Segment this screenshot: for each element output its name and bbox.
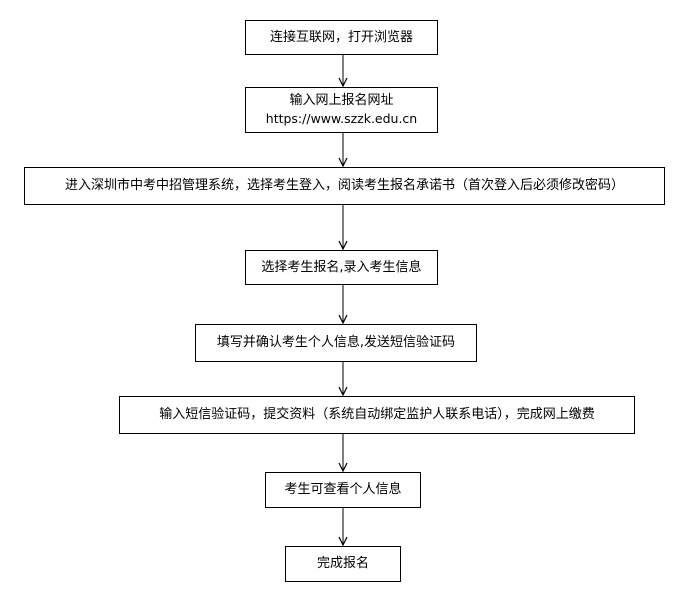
step-5-label: 填写并确认考生个人信息,发送短信验证码: [216, 335, 456, 350]
step-7-view-info: 考生可查看个人信息: [265, 472, 421, 508]
step-4-select-registration: 选择考生报名,录入考生信息: [245, 250, 438, 285]
step-2-label: 输入网上报名网址: [289, 93, 394, 108]
step-1-label: 连接互联网，打开浏览器: [269, 29, 413, 45]
step-4-label: 选择考生报名,录入考生信息: [261, 259, 422, 275]
step-8-complete: 完成报名: [285, 546, 401, 582]
step-8-label: 完成报名: [316, 556, 369, 571]
step-5-confirm-info: 填写并确认考生个人信息,发送短信验证码: [195, 324, 477, 362]
step-2-url: https://www.szzk.edu.cn: [265, 111, 418, 126]
step-1-connect-internet: 连接互联网，打开浏览器: [245, 20, 438, 55]
step-6-label: 输入短信验证码，提交资料（系统自动绑定监护人联系电话），完成网上缴费: [159, 407, 595, 422]
step-3-enter-system: 进入深圳市中考中招管理系统，选择考生登入，阅读考生报名承诺书（首次登入后必须修改…: [24, 167, 665, 205]
step-2-enter-url: 输入网上报名网址 https://www.szzk.edu.cn: [245, 87, 438, 133]
step-7-label: 考生可查看个人信息: [284, 482, 402, 497]
step-6-submit-and-pay: 输入短信验证码，提交资料（系统自动绑定监护人联系电话），完成网上缴费: [119, 396, 635, 434]
step-3-label: 进入深圳市中考中招管理系统，选择考生登入，阅读考生报名承诺书（首次登入后必须修改…: [64, 178, 624, 193]
